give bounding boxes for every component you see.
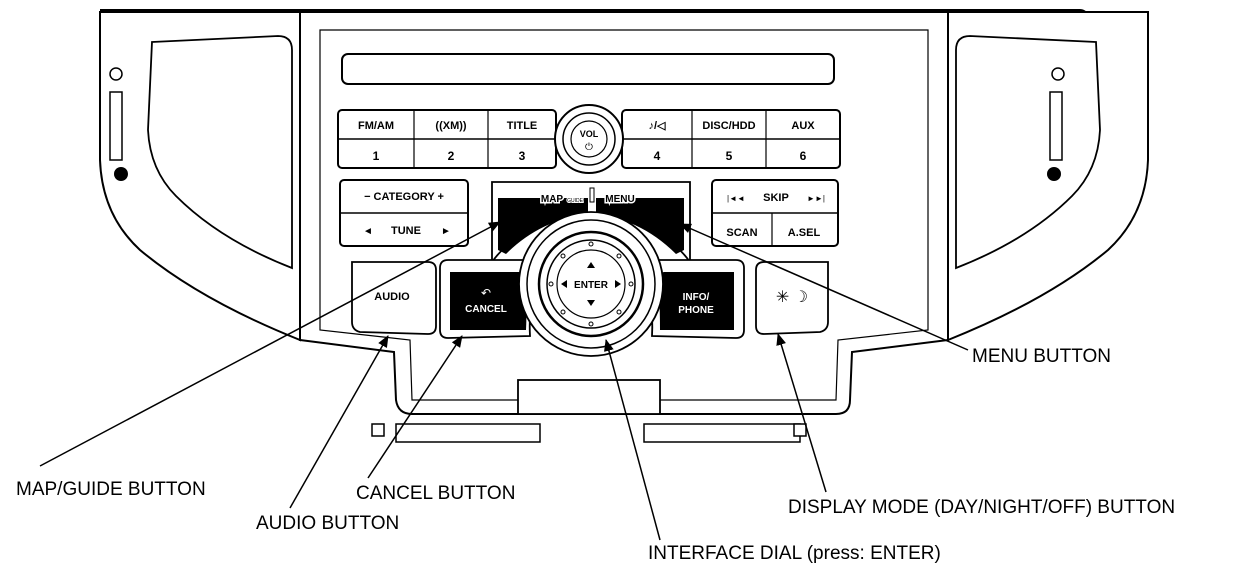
preset-3-button[interactable]: 3 xyxy=(519,149,526,163)
left-screw xyxy=(114,167,128,181)
tune-label: TUNE xyxy=(391,225,421,237)
preset-number-row: 1 2 3 4 5 6 xyxy=(373,149,807,163)
menu-label: MENU xyxy=(605,194,634,205)
sound-mute-button[interactable]: ♪/◁ xyxy=(648,120,666,132)
leader-audio xyxy=(289,335,389,509)
info-label-line1: INFO/ xyxy=(683,292,710,303)
leader-interface-dial xyxy=(604,339,661,541)
center-face-trim xyxy=(319,29,929,401)
category-button[interactable]: − CATEGORY + xyxy=(364,191,444,203)
disc-hdd-button[interactable]: DISC/HDD xyxy=(702,120,755,132)
leader-map-guide xyxy=(39,221,501,467)
bottom-tab-right xyxy=(793,423,807,437)
scan-button[interactable]: SCAN xyxy=(726,227,757,239)
preset-1-button[interactable]: 1 xyxy=(373,149,380,163)
skip-back-icon[interactable]: |◄◄ xyxy=(727,194,745,203)
tune-right-icon[interactable]: ► xyxy=(441,226,451,237)
volume-label: VOL xyxy=(580,129,599,139)
left-vent xyxy=(147,35,293,270)
callout-menu-button: MENU BUTTON xyxy=(972,346,1111,367)
preset-top-row: FM/AM ((XM)) TITLE ♪/◁ DISC/HDD AUX xyxy=(358,120,815,132)
map-label: MAP xyxy=(541,194,564,205)
callout-interface-dial: INTERFACE DIAL (press: ENTER) xyxy=(648,543,941,564)
a-sel-button[interactable]: A.SEL xyxy=(788,227,821,239)
preset-4-button[interactable]: 4 xyxy=(654,149,661,163)
preset-2-button[interactable]: 2 xyxy=(448,149,455,163)
aux-button[interactable]: AUX xyxy=(791,120,815,132)
cancel-icon: ↶ xyxy=(481,286,491,300)
skip-forward-icon[interactable]: ►►| xyxy=(807,194,825,203)
tune-left-icon[interactable]: ◄ xyxy=(363,226,373,237)
info-label-line2: PHONE xyxy=(678,305,714,316)
right-slot xyxy=(1049,91,1063,161)
right-vent xyxy=(955,35,1101,270)
preset-6-button[interactable]: 6 xyxy=(800,149,807,163)
guide-label: GUIDE xyxy=(567,198,584,204)
bottom-tab-left xyxy=(371,423,385,437)
bottom-clip-left xyxy=(395,423,541,443)
display-mode-button[interactable] xyxy=(755,261,829,335)
disc-slot[interactable] xyxy=(341,53,835,85)
enter-label: ENTER xyxy=(574,280,609,291)
leader-menu xyxy=(679,223,969,351)
cancel-label: CANCEL xyxy=(465,304,507,315)
interface-dial[interactable]: ENTER xyxy=(518,211,664,357)
right-screw xyxy=(1047,167,1061,181)
menu-button[interactable] xyxy=(596,198,684,254)
callout-audio-button: AUDIO BUTTON xyxy=(256,513,400,534)
power-icon: ⏻ xyxy=(585,142,593,153)
bottom-clip-right xyxy=(643,423,801,443)
leader-cancel xyxy=(367,335,463,479)
volume-knob[interactable]: VOL ⏻ xyxy=(554,104,624,174)
callout-map-guide-button: MAP/GUIDE BUTTON xyxy=(16,479,206,500)
fm-am-button[interactable]: FM/AM xyxy=(358,120,394,132)
callout-display-mode-button: DISPLAY MODE (DAY/NIGHT/OFF) BUTTON xyxy=(788,497,1176,518)
map-guide-button[interactable] xyxy=(498,198,588,254)
right-screw-hole xyxy=(1051,67,1065,81)
left-screw-hole xyxy=(109,67,123,81)
audio-label: AUDIO xyxy=(374,291,410,303)
skip-label: SKIP xyxy=(763,192,789,204)
preset-5-button[interactable]: 5 xyxy=(726,149,733,163)
audio-button[interactable] xyxy=(351,261,437,335)
leader-display-mode xyxy=(776,333,827,493)
callout-cancel-button: CANCEL BUTTON xyxy=(356,483,516,504)
lower-slot xyxy=(517,379,661,415)
left-slot xyxy=(109,91,123,161)
title-button[interactable]: TITLE xyxy=(507,120,538,132)
day-night-icon: ✳ ☽ xyxy=(776,289,808,306)
xm-button[interactable]: ((XM)) xyxy=(435,120,466,132)
